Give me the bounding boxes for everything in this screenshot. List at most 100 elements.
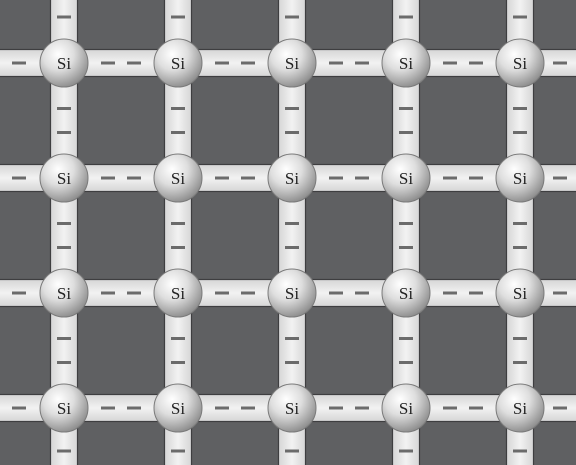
atom-label: Si [285, 54, 299, 73]
atom-label: Si [285, 284, 299, 303]
atom-label: Si [399, 54, 413, 73]
silicon-atom: Si [268, 384, 316, 432]
electron-mark [101, 62, 115, 65]
electron-mark [355, 62, 369, 65]
electron-mark [127, 407, 141, 410]
electron-mark [355, 292, 369, 295]
atom-label: Si [171, 399, 185, 418]
electron-mark [285, 107, 299, 110]
electron-mark [285, 246, 299, 249]
electron-mark [513, 107, 527, 110]
electron-mark [57, 361, 71, 364]
electron-mark [101, 177, 115, 180]
electron-mark [241, 292, 255, 295]
electron-mark [171, 107, 185, 110]
electron-mark [171, 450, 185, 453]
silicon-atom: Si [154, 384, 202, 432]
electron-mark [127, 177, 141, 180]
electron-mark [399, 361, 413, 364]
silicon-atom: Si [496, 384, 544, 432]
electron-mark [241, 62, 255, 65]
silicon-atom: Si [154, 269, 202, 317]
electron-mark [12, 62, 26, 65]
electron-mark [171, 16, 185, 19]
atom-label: Si [57, 399, 71, 418]
electron-mark [12, 407, 26, 410]
atom-label: Si [513, 399, 527, 418]
electron-mark [513, 131, 527, 134]
silicon-atom: Si [154, 154, 202, 202]
electron-mark [127, 62, 141, 65]
electron-mark [101, 292, 115, 295]
electron-mark [355, 407, 369, 410]
electron-mark [171, 337, 185, 340]
electron-mark [513, 222, 527, 225]
electron-mark [469, 407, 483, 410]
silicon-atom: Si [268, 154, 316, 202]
electron-mark [399, 131, 413, 134]
silicon-atom: Si [496, 269, 544, 317]
electron-mark [127, 292, 141, 295]
silicon-atom: Si [40, 269, 88, 317]
electron-mark [171, 131, 185, 134]
electron-mark [513, 246, 527, 249]
silicon-atom: Si [382, 39, 430, 87]
electron-mark [513, 361, 527, 364]
electron-mark [399, 16, 413, 19]
electron-mark [399, 450, 413, 453]
atom-label: Si [513, 54, 527, 73]
electron-mark [101, 407, 115, 410]
electron-mark [329, 62, 343, 65]
electron-mark [469, 292, 483, 295]
atom-label: Si [285, 399, 299, 418]
electron-mark [513, 450, 527, 453]
atom-label: Si [57, 169, 71, 188]
electron-mark [241, 407, 255, 410]
silicon-atom: Si [40, 154, 88, 202]
electron-mark [399, 337, 413, 340]
electron-mark [553, 292, 567, 295]
silicon-atom: Si [268, 269, 316, 317]
silicon-atom: Si [154, 39, 202, 87]
atom-label: Si [171, 169, 185, 188]
electron-mark [285, 131, 299, 134]
electron-mark [57, 246, 71, 249]
electron-mark [241, 177, 255, 180]
atom-label: Si [171, 54, 185, 73]
electron-mark [215, 292, 229, 295]
atom-label: Si [171, 284, 185, 303]
electron-mark [513, 16, 527, 19]
electron-mark [443, 292, 457, 295]
electron-mark [355, 177, 369, 180]
atom-label: Si [285, 169, 299, 188]
electron-mark [12, 292, 26, 295]
electron-mark [215, 407, 229, 410]
electron-mark [285, 16, 299, 19]
electron-mark [57, 222, 71, 225]
atom-label: Si [57, 284, 71, 303]
electron-mark [329, 177, 343, 180]
electron-mark [215, 62, 229, 65]
electron-mark [215, 177, 229, 180]
silicon-atom: Si [496, 154, 544, 202]
electron-mark [399, 222, 413, 225]
electron-mark [12, 177, 26, 180]
electron-mark [57, 337, 71, 340]
atom-label: Si [399, 399, 413, 418]
electron-mark [329, 292, 343, 295]
electron-mark [443, 407, 457, 410]
electron-mark [171, 361, 185, 364]
atom-label: Si [399, 169, 413, 188]
electron-mark [285, 450, 299, 453]
electron-mark [329, 407, 343, 410]
electron-mark [57, 16, 71, 19]
electron-mark [469, 62, 483, 65]
electron-mark [57, 107, 71, 110]
electron-mark [443, 177, 457, 180]
electron-mark [285, 222, 299, 225]
electron-mark [553, 407, 567, 410]
electron-mark [171, 222, 185, 225]
electron-mark [285, 337, 299, 340]
silicon-atom: Si [382, 384, 430, 432]
